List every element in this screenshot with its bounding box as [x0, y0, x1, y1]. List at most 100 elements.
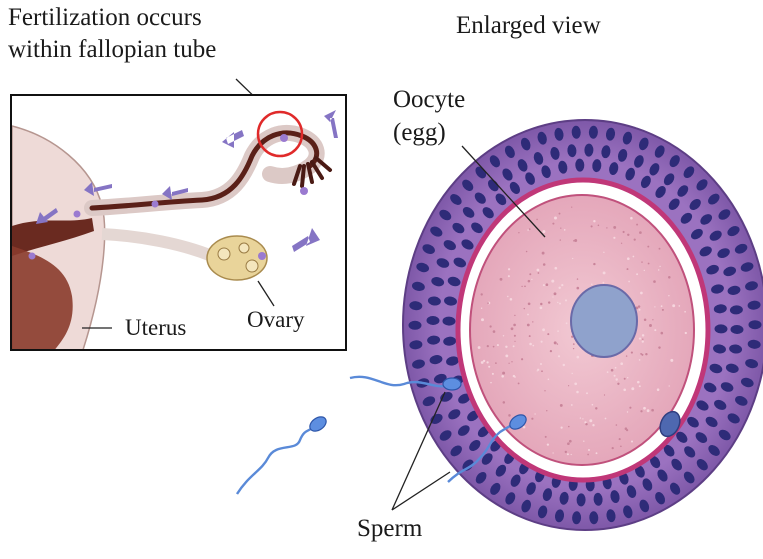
egg-in-tube [280, 134, 288, 142]
cytoplasm-speckle [548, 301, 550, 303]
cytoplasm-speckle [639, 337, 641, 339]
cytoplasm-speckle [561, 427, 563, 429]
cytoplasm-speckle [636, 273, 638, 275]
cytoplasm-speckle [513, 345, 515, 347]
cytoplasm-speckle [568, 426, 569, 427]
cytoplasm-speckle [669, 385, 670, 386]
egg-in-tube [74, 211, 81, 218]
cytoplasm-speckle [529, 335, 531, 337]
cytoplasm-speckle [521, 358, 523, 360]
cytoplasm-speckle [592, 424, 594, 426]
cytoplasm-speckle [552, 296, 553, 297]
cytoplasm-speckle [493, 346, 495, 348]
cytoplasm-speckle [611, 369, 614, 372]
cytoplasm-speckle [592, 404, 594, 406]
cytoplasm-speckle [661, 305, 663, 307]
cytoplasm-speckle [652, 319, 653, 320]
cytoplasm-speckle [589, 419, 592, 422]
cytoplasm-speckle [577, 287, 580, 290]
cytoplasm-speckle [617, 383, 619, 385]
cytoplasm-speckle [527, 324, 530, 327]
cytoplasm-speckle [524, 308, 525, 309]
cytoplasm-speckle [540, 363, 542, 365]
ovary [207, 236, 267, 280]
cytoplasm-speckle [668, 295, 669, 296]
cytoplasm-speckle [565, 299, 567, 301]
cytoplasm-speckle [595, 407, 597, 409]
cytoplasm-speckle [486, 361, 488, 363]
cytoplasm-speckle [531, 279, 532, 280]
cytoplasm-speckle [577, 278, 578, 279]
cytoplasm-speckle [500, 278, 503, 281]
cytoplasm-speckle [649, 324, 652, 327]
cytoplasm-speckle [644, 270, 645, 271]
cytoplasm-speckle [604, 394, 605, 395]
cytoplasm-speckle [542, 328, 545, 331]
cytoplasm-speckle [616, 424, 618, 426]
cytoplasm-speckle [560, 227, 561, 228]
cytoplasm-speckle [564, 229, 566, 231]
cytoplasm-speckle [478, 346, 481, 349]
cytoplasm-speckle [540, 306, 543, 309]
egg-in-uterus [29, 253, 36, 260]
cytoplasm-speckle [531, 418, 533, 420]
cytoplasm-speckle [488, 366, 490, 368]
cytoplasm-speckle [640, 410, 642, 412]
cytoplasm-speckle [598, 225, 600, 227]
cytoplasm-speckle [554, 341, 557, 344]
cytoplasm-speckle [613, 237, 615, 239]
cytoplasm-speckle [557, 330, 559, 332]
cytoplasm-speckle [642, 338, 643, 339]
cytoplasm-speckle [624, 378, 626, 380]
cytoplasm-speckle [528, 302, 531, 305]
cytoplasm-speckle [511, 361, 512, 362]
uterus-label: Uterus [125, 314, 186, 342]
cytoplasm-speckle [508, 268, 510, 270]
cytoplasm-speckle [639, 359, 641, 361]
cytoplasm-speckle [662, 309, 664, 311]
ovary-leader-line [258, 281, 274, 306]
cytoplasm-speckle [647, 409, 650, 412]
cytoplasm-speckle [547, 333, 549, 335]
cytoplasm-speckle [546, 283, 549, 286]
cytoplasm-speckle [544, 390, 545, 391]
cytoplasm-speckle [554, 267, 557, 270]
cytoplasm-speckle [497, 344, 499, 346]
cytoplasm-speckle [502, 372, 505, 375]
cytoplasm-speckle [577, 356, 580, 359]
cytoplasm-speckle [651, 409, 654, 412]
cytoplasm-speckle [621, 243, 622, 244]
fallopian-tube [92, 133, 317, 208]
cytoplasm-speckle [560, 404, 563, 407]
cytoplasm-speckle [481, 293, 483, 295]
cytoplasm-speckle [639, 385, 641, 387]
cytoplasm-speckle [658, 346, 660, 348]
cytoplasm-speckle [645, 353, 647, 355]
cytoplasm-speckle [626, 355, 627, 356]
cytoplasm-speckle [481, 308, 482, 309]
cytoplasm-speckle [505, 354, 508, 357]
cytoplasm-speckle [518, 232, 519, 233]
cytoplasm-speckle [493, 330, 496, 333]
cytoplasm-speckle [623, 231, 625, 233]
cytoplasm-speckle [547, 443, 549, 445]
cytoplasm-speckle [543, 263, 546, 266]
cytoplasm-speckle [537, 269, 540, 272]
sperm-2 [237, 414, 329, 494]
cytoplasm-speckle [554, 292, 557, 295]
cytoplasm-speckle [620, 362, 623, 365]
cytoplasm-speckle [587, 454, 589, 456]
oocyte-nucleus [571, 285, 637, 357]
cytoplasm-speckle [627, 377, 628, 378]
cytoplasm-speckle [576, 391, 579, 394]
ovary-follicle [246, 260, 258, 272]
ovary-follicle [239, 243, 249, 253]
cytoplasm-speckle [571, 206, 572, 207]
cytoplasm-speckle [529, 273, 531, 275]
cytoplasm-speckle [495, 362, 497, 364]
cytoplasm-speckle [558, 355, 560, 357]
cytoplasm-speckle [545, 436, 547, 438]
cytoplasm-speckle [615, 378, 617, 380]
cytoplasm-speckle [615, 367, 617, 369]
cytoplasm-speckle [566, 322, 568, 324]
